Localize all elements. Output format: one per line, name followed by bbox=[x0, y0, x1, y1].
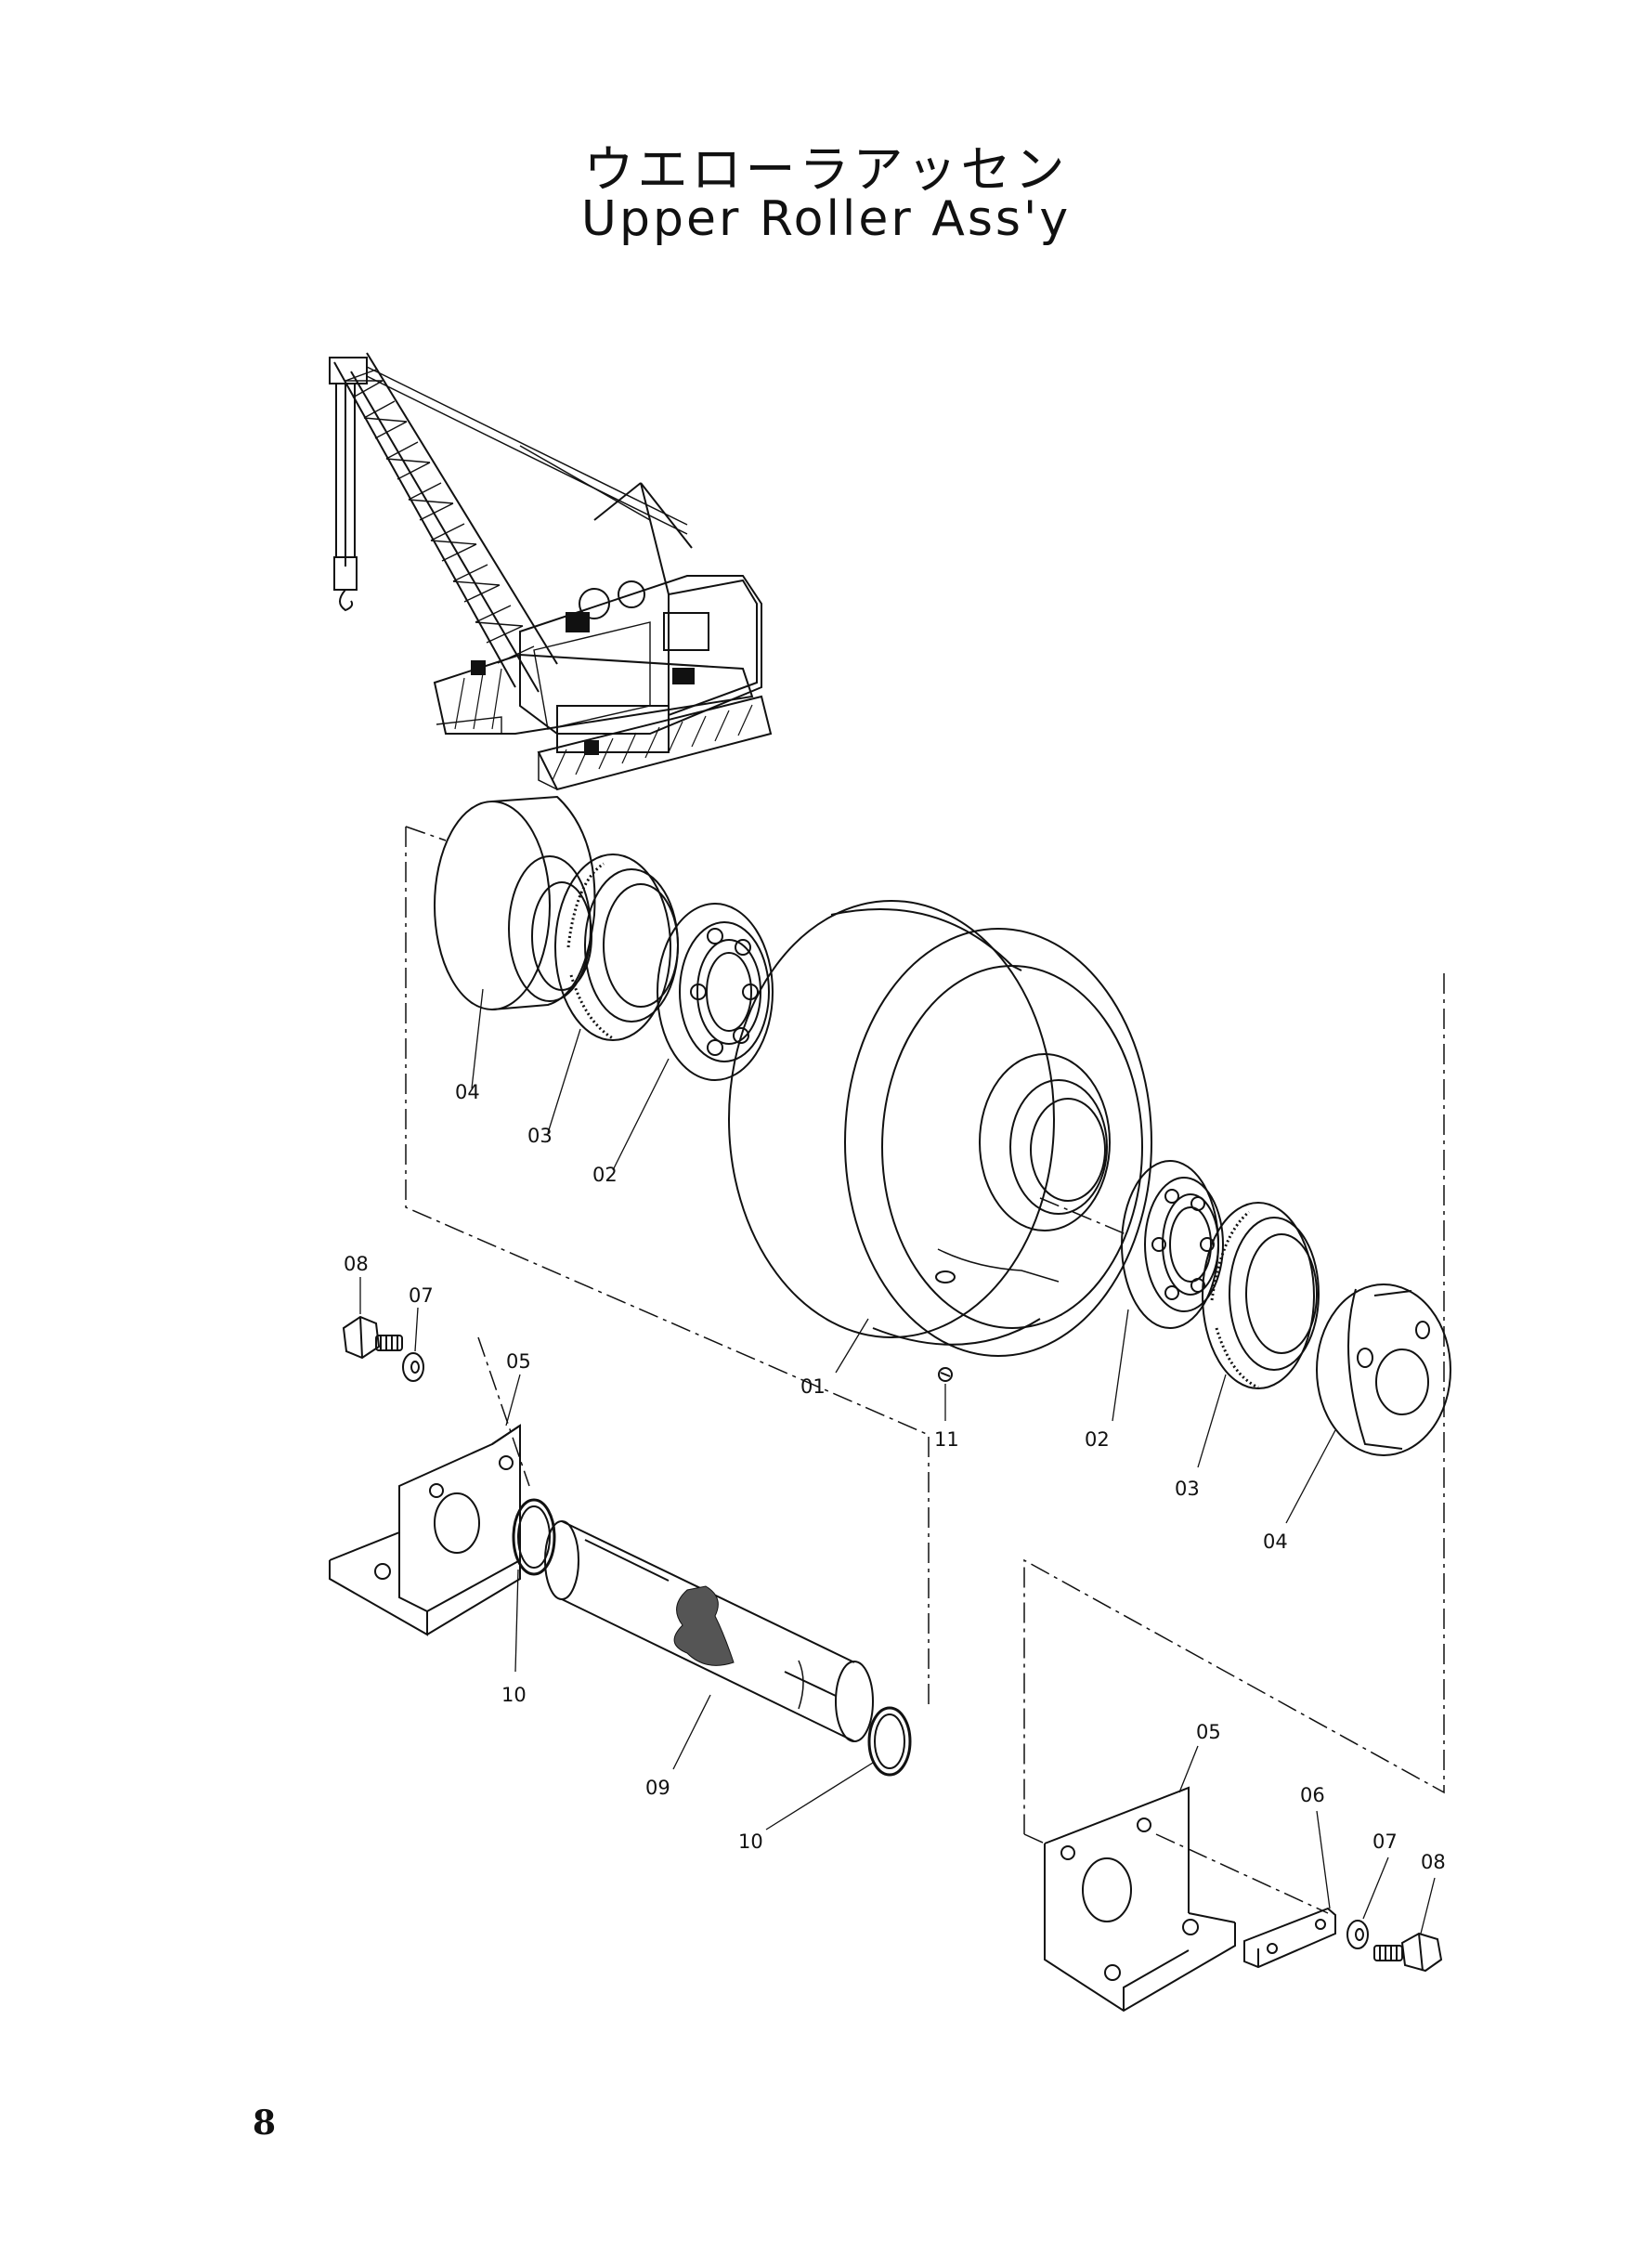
part-10-oring-left bbox=[512, 1498, 556, 1576]
part-04-collar-left bbox=[434, 795, 596, 1010]
callout-02-right: 02 bbox=[1085, 1428, 1110, 1451]
part-03-seal-right bbox=[1202, 1202, 1320, 1389]
callout-11: 11 bbox=[934, 1428, 959, 1451]
part-05-bracket-right bbox=[1044, 1786, 1236, 2013]
callout-01: 01 bbox=[800, 1375, 826, 1398]
leader-lines bbox=[359, 988, 1436, 1935]
callout-09: 09 bbox=[645, 1777, 670, 1799]
callout-03-right: 03 bbox=[1175, 1478, 1200, 1500]
part-08-bolt-right bbox=[1373, 1932, 1443, 1973]
callout-08-left: 08 bbox=[344, 1253, 369, 1275]
part-04-collar-right bbox=[1316, 1283, 1451, 1456]
part-02-bearing-right bbox=[1121, 1160, 1224, 1329]
crawler-crane-illustration bbox=[329, 352, 773, 791]
callout-04-right: 04 bbox=[1263, 1531, 1288, 1553]
title-japanese: ウエローラアッセン bbox=[583, 140, 1069, 199]
page-number: 8 bbox=[253, 2104, 277, 2143]
part-11-grease-fitting bbox=[938, 1367, 953, 1382]
callout-10-right: 10 bbox=[738, 1831, 763, 1853]
part-08-bolt-left bbox=[342, 1315, 403, 1360]
callout-10-left: 10 bbox=[501, 1684, 527, 1706]
part-03-seal-left bbox=[554, 853, 679, 1041]
part-10-oring-right bbox=[867, 1706, 912, 1777]
callout-04-left: 04 bbox=[455, 1081, 480, 1103]
part-06-lock-plate bbox=[1243, 1907, 1336, 1969]
title-english: Upper Roller Ass'y bbox=[580, 191, 1072, 247]
part-02-bearing-left bbox=[657, 903, 774, 1081]
callout-07-left: 07 bbox=[409, 1284, 434, 1307]
callout-07-right: 07 bbox=[1372, 1831, 1398, 1853]
assembly-lines bbox=[405, 826, 1445, 1914]
callout-02-left: 02 bbox=[592, 1164, 618, 1186]
callout-08-right: 08 bbox=[1421, 1851, 1446, 1873]
part-09-shaft bbox=[544, 1520, 874, 1742]
part-07-washer-left bbox=[402, 1352, 424, 1382]
part-07-washer-right bbox=[1346, 1920, 1369, 1949]
part-05-bracket-left bbox=[329, 1424, 521, 1636]
callout-03-left: 03 bbox=[527, 1125, 553, 1147]
callout-05-left: 05 bbox=[506, 1350, 531, 1373]
part-01-roller bbox=[728, 900, 1152, 1357]
callout-06: 06 bbox=[1300, 1784, 1325, 1806]
callout-05-right: 05 bbox=[1196, 1721, 1221, 1743]
